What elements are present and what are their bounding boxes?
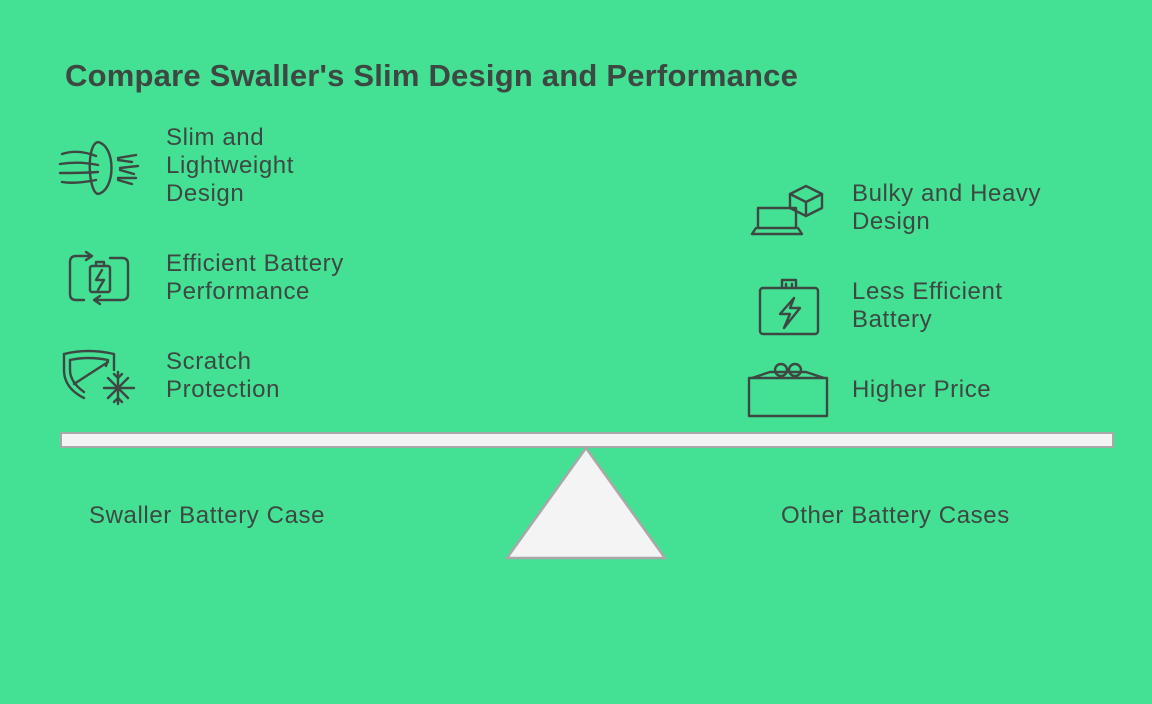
left-item-1: Slim and Lightweight Design (166, 124, 295, 207)
battery-cycle-icon (66, 250, 134, 308)
battery-bolt-icon (756, 278, 820, 336)
right-side-label: Other Battery Cases (781, 502, 1010, 529)
right-item-1: Bulky and Heavy Design (852, 180, 1042, 235)
wind-speed-icon (58, 138, 144, 198)
right-item-2: Less Efficient Battery (852, 278, 1003, 333)
left-side-label: Swaller Battery Case (89, 502, 326, 529)
left-item-2: Efficient Battery Performance (166, 250, 344, 305)
diagram-title: Compare Swaller's Slim Design and Perfor… (65, 58, 799, 93)
right-item-3: Higher Price (852, 376, 992, 403)
shield-snowflake-icon (58, 348, 144, 408)
left-item-3: Scratch Protection (166, 348, 281, 403)
purse-icon (746, 362, 830, 418)
seesaw-beam (60, 432, 1114, 448)
seesaw-fulcrum (504, 445, 668, 565)
laptop-box-icon (748, 182, 832, 240)
